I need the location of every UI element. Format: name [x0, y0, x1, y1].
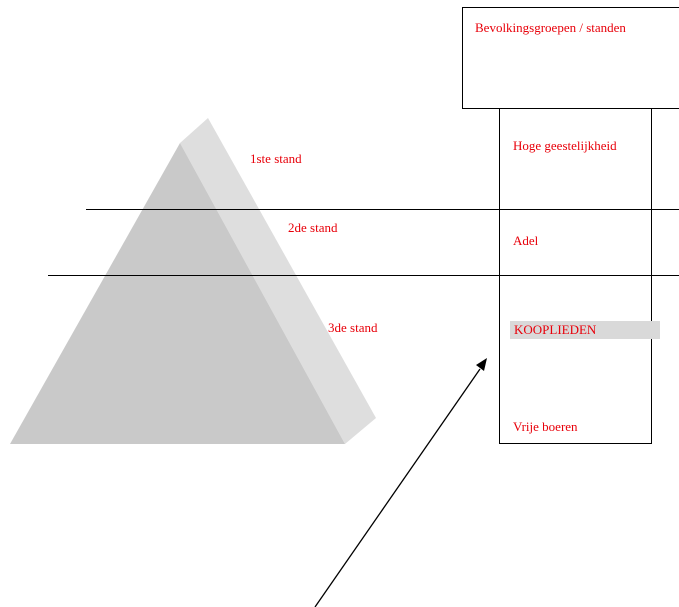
- table-row-vrije-boeren: Vrije boeren: [513, 419, 578, 434]
- table-row-kooplieden: KOOPLIEDEN: [510, 321, 660, 339]
- table-header-box: [462, 7, 679, 109]
- pyramid-side-face: [180, 118, 376, 444]
- table-row-hoge-geestelijkheid: Hoge geestelijkheid: [513, 138, 617, 153]
- arrow-line: [314, 368, 481, 607]
- table-header-title: Bevolkingsgroepen / standen: [475, 20, 626, 35]
- table-row-adel: Adel: [513, 233, 539, 248]
- pyramid-front-face: [10, 143, 345, 444]
- pyramid-level-label-1: 1ste stand: [250, 151, 302, 166]
- pyramid-level-label-3: 3de stand: [328, 320, 378, 335]
- pyramid-level-label-2: 2de stand: [288, 220, 338, 235]
- arrow-head: [476, 358, 487, 371]
